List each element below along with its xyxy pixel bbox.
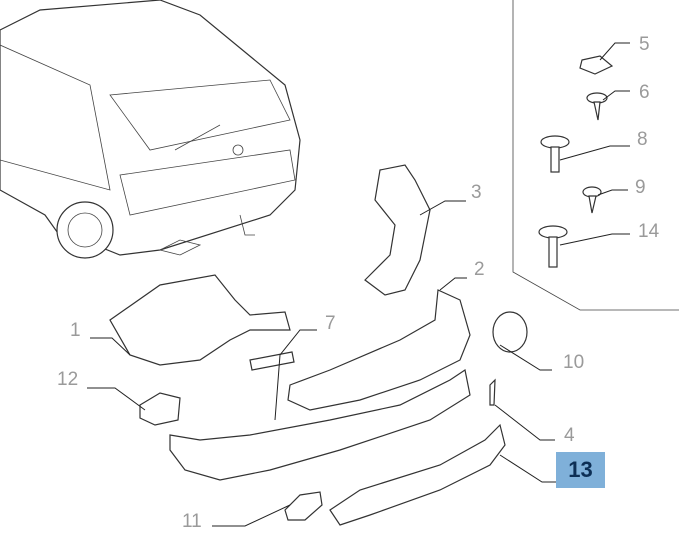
callout-1[interactable]: 1 [70,320,81,341]
part-3-bracket [364,164,431,296]
part-10-tow-cover [492,311,528,353]
callout-5[interactable]: 5 [639,34,650,55]
callout-4[interactable]: 4 [564,425,575,446]
part-14-stud [538,225,568,268]
part-1-wheel-liner [109,274,291,366]
callout-12[interactable]: 12 [57,369,78,390]
inset-frame [512,0,679,311]
bumper-cover [169,369,471,481]
part-2-bumper-reinforcement [287,289,471,411]
part-11-cover [284,491,323,521]
callout-2[interactable]: 2 [474,259,485,280]
callout-10[interactable]: 10 [563,352,584,373]
callout-13-selected[interactable]: 13 [556,452,605,488]
callout-6[interactable]: 6 [639,82,650,103]
part-12-exhaust-tip [139,392,181,426]
part-6-screw [586,92,608,121]
part-13-diffuser [329,423,506,526]
callout-11[interactable]: 11 [182,511,202,532]
part-7-reflector [249,351,295,371]
callout-14[interactable]: 14 [638,221,660,242]
car-illustration [0,0,301,259]
part-5-clip-nut [579,55,614,75]
callout-9[interactable]: 9 [635,177,646,198]
part-8-stud [540,135,570,173]
callout-3[interactable]: 3 [471,182,482,203]
callout-7[interactable]: 7 [325,313,336,334]
leader-lines [87,42,630,527]
part-9-screw [582,186,602,214]
part-4-clip [489,378,496,406]
callout-8[interactable]: 8 [637,129,648,150]
